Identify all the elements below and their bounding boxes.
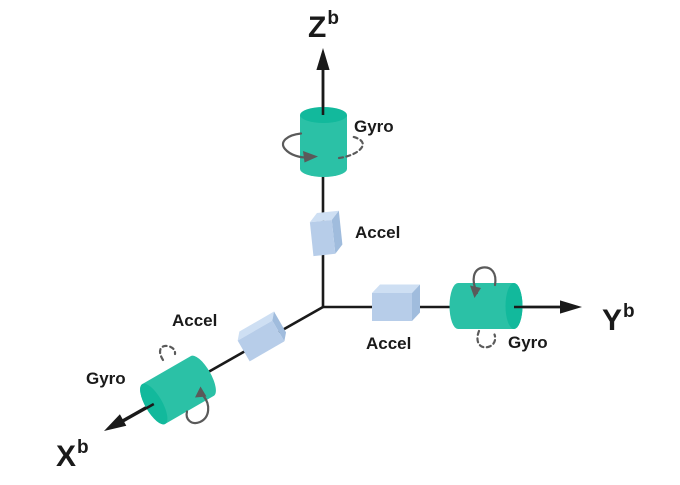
z-axis-arrowhead xyxy=(316,48,330,70)
z-gyro-rotation-arrow xyxy=(281,132,364,163)
x-axis-arrowhead xyxy=(104,414,127,431)
x-accel-front-face xyxy=(237,320,285,362)
x-gyro-rotation-arrow xyxy=(158,344,210,425)
y-axis-label: Yb xyxy=(602,301,635,337)
y-axis-arrowhead xyxy=(560,300,582,314)
y-rotation-arrowhead xyxy=(470,285,481,298)
x-gyro-cylinder xyxy=(140,355,216,425)
x-axis-label: Xb xyxy=(56,437,89,473)
y-gyro-cylinder xyxy=(449,283,523,329)
x-axis-line-over-cap xyxy=(111,402,155,429)
z-accel-front-face xyxy=(309,219,336,257)
z-rotation-arrowhead xyxy=(303,151,318,163)
x-gyro-label: Gyro xyxy=(86,369,126,388)
x-accel-side-face xyxy=(272,311,287,342)
y-axis-letter: Y xyxy=(602,304,622,337)
z-axis-superscript: b xyxy=(327,8,339,29)
x-accel-box xyxy=(237,311,287,362)
y-rotation-arc-dashed xyxy=(476,329,497,349)
x-rotation-arrowhead xyxy=(195,386,207,398)
y-gyro-rotation-arrow xyxy=(470,266,497,349)
y-axis-superscript: b xyxy=(623,301,635,322)
y-accel-top-face xyxy=(372,284,420,293)
x-accel-top-face xyxy=(237,311,275,341)
z-accel-top-face xyxy=(309,210,339,223)
z-rotation-arc-dashed xyxy=(337,135,364,160)
z-rotation-arc-solid xyxy=(281,132,311,159)
x-rotation-arc-solid xyxy=(185,394,210,425)
z-gyro-label: Gyro xyxy=(354,117,394,136)
y-accel-box xyxy=(372,284,420,321)
x-accel-label: Accel xyxy=(172,311,217,330)
y-accel-label: Accel xyxy=(366,334,411,353)
z-axis-label: Zb xyxy=(308,8,339,44)
x-axis-letter: X xyxy=(56,440,76,473)
y-gyro-cylinder-body xyxy=(449,283,523,329)
y-accel-side-face xyxy=(412,284,420,321)
z-accel-label: Accel xyxy=(355,223,400,242)
z-gyro-cylinder xyxy=(300,107,347,177)
z-axis-letter: Z xyxy=(308,11,326,44)
z-gyro-cylinder-body xyxy=(300,115,347,177)
x-axis-superscript: b xyxy=(77,437,89,458)
x-rotation-arc-dashed xyxy=(158,344,177,362)
y-accel-front-face xyxy=(372,293,412,321)
z-accel-box xyxy=(309,210,343,257)
z-accel-side-face xyxy=(331,210,343,254)
y-rotation-arc-solid xyxy=(472,266,497,295)
y-gyro-label: Gyro xyxy=(508,333,548,352)
